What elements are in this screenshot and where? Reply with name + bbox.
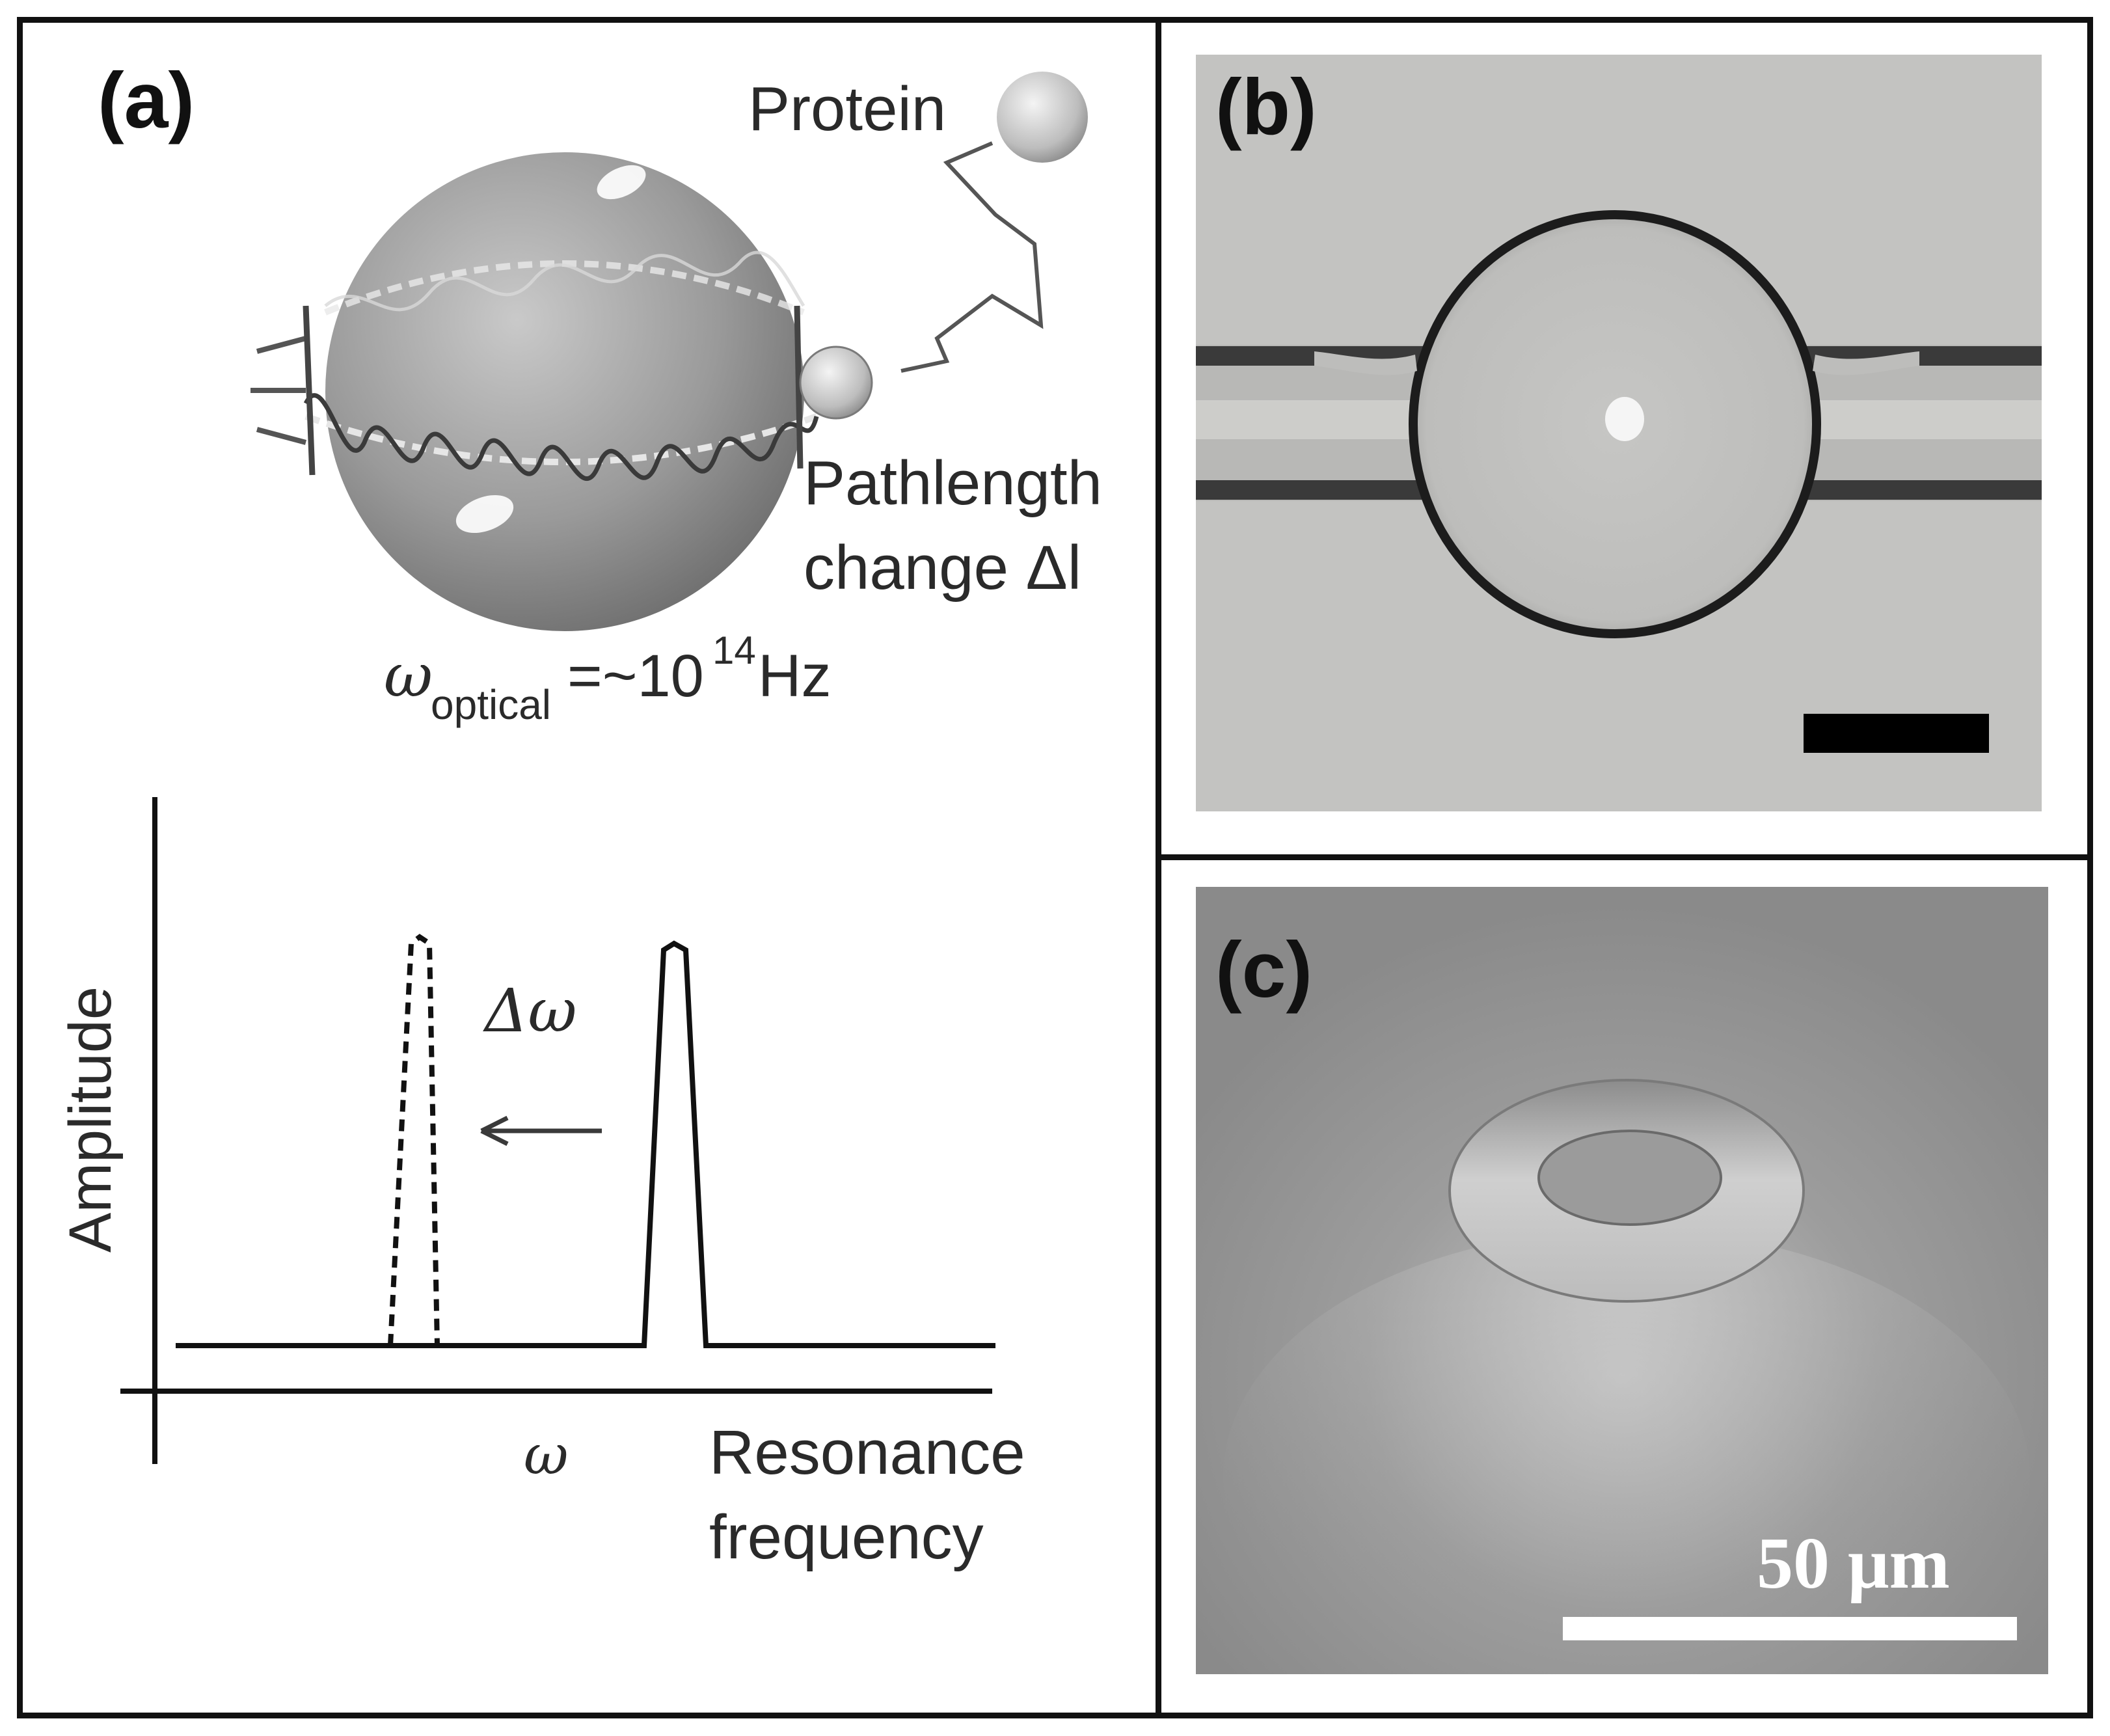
panel-b-micrograph — [1196, 55, 2042, 811]
omega-symbol: ω — [384, 641, 433, 711]
x-axis-label-line1: Resonance — [709, 1418, 1025, 1487]
panel-c-scale-bar-text: 50 μm — [1757, 1523, 1950, 1604]
protein-illustration — [900, 72, 1088, 373]
omega-value: =~10 — [567, 643, 704, 709]
resonance-plot — [120, 797, 995, 1464]
resonance-peak-shifted — [388, 934, 440, 1346]
protein-label: Protein — [748, 74, 946, 144]
panel-divider-vertical — [1156, 17, 1161, 1718]
resonance-peak-original — [176, 940, 995, 1348]
omega-optical-formula: ω optical =~10 14 Hz — [384, 629, 831, 728]
shift-label: Δω — [483, 976, 576, 1046]
panel-c-micrograph — [1196, 887, 2048, 1724]
panel-a-label: (a) — [98, 56, 195, 144]
omega-unit: Hz — [758, 643, 831, 709]
omega-subscript: optical — [431, 681, 551, 728]
pathlength-label-line1: Pathlength — [804, 448, 1102, 518]
panel-b-label: (b) — [1215, 62, 1317, 151]
microsphere-illustration — [250, 152, 873, 631]
y-axis-label: Amplitude — [57, 986, 124, 1253]
x-axis-symbol: ω — [524, 1423, 569, 1487]
omega-exponent: 14 — [712, 629, 756, 672]
x-axis-label-line2: frequency — [709, 1502, 984, 1572]
panel-b-scale-bar — [1804, 714, 1989, 753]
panel-c-label: (c) — [1215, 925, 1312, 1014]
pathlength-label-line2: change Δl — [804, 533, 1081, 603]
panel-divider-horizontal — [1156, 854, 2093, 860]
panel-c-scale-bar — [1563, 1617, 2017, 1640]
